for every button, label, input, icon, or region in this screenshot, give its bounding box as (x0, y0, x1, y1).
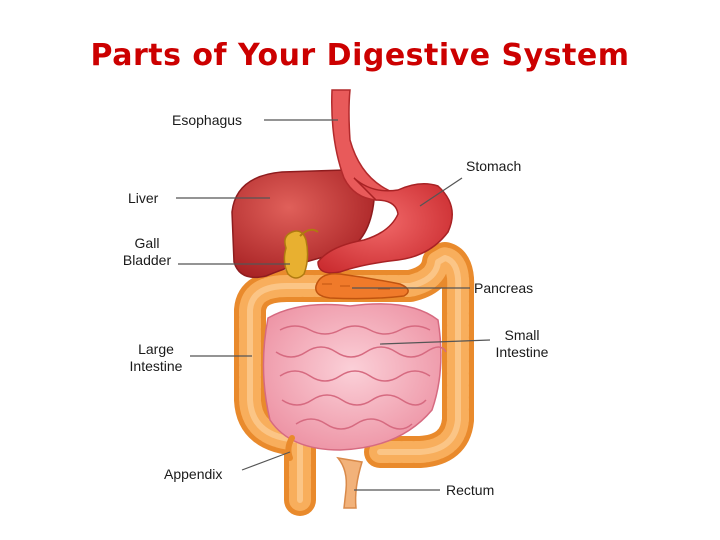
leader-lines (176, 119, 491, 491)
label-small-intestine-line1: Small (504, 327, 540, 343)
label-appendix: Appendix (164, 466, 223, 482)
label-pancreas: Pancreas (474, 280, 534, 296)
label-gall-bladder: Gall Bladder (112, 235, 182, 269)
leader-line-small-intestine (379, 339, 491, 345)
label-stomach: Stomach (466, 158, 522, 174)
diagram-title: Parts of Your Digestive System (90, 38, 630, 73)
label-liver: Liver (128, 190, 159, 206)
small-intestine (262, 303, 447, 451)
leader-line-appendix (241, 451, 291, 471)
appendix (285, 435, 295, 461)
rectum (336, 456, 363, 509)
pancreas (315, 273, 409, 300)
label-gall-bladder-line2: Bladder (122, 252, 172, 268)
label-large-intestine: Large Intestine (120, 341, 192, 375)
gall-bladder (283, 228, 319, 279)
label-small-intestine-line2: Intestine (495, 344, 549, 360)
label-rectum: Rectum (446, 482, 495, 498)
leader-line-stomach (419, 177, 463, 207)
label-gall-bladder-line1: Gall (134, 235, 160, 251)
label-large-intestine-line2: Intestine (129, 358, 183, 374)
label-esophagus: Esophagus (172, 112, 243, 128)
large-intestine (234, 242, 475, 516)
stomach (317, 177, 453, 274)
label-small-intestine: Small Intestine (486, 327, 558, 361)
label-large-intestine-line1: Large (138, 341, 174, 357)
